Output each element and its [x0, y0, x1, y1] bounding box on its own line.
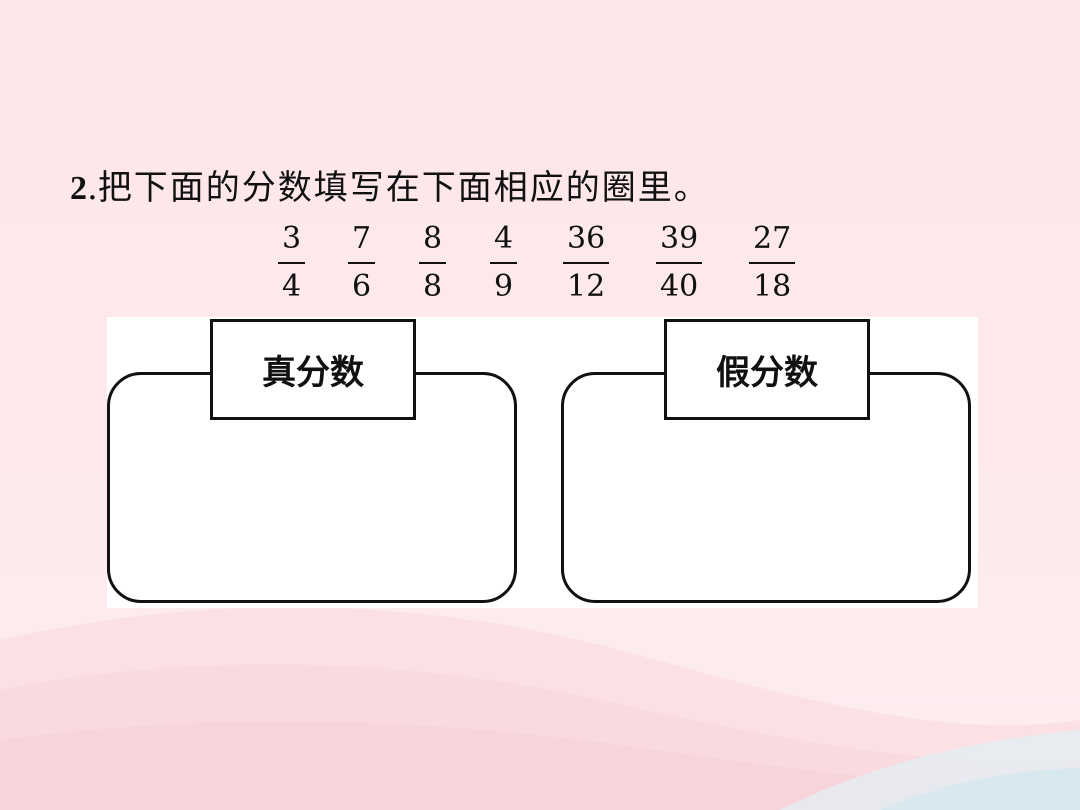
- fraction-denominator: 9: [494, 269, 514, 304]
- question-text: 把下面的分数填写在下面相应的圈里。: [97, 168, 710, 208]
- fraction-numerator: 8: [423, 221, 443, 256]
- fraction-numerator: 39: [660, 221, 699, 256]
- improper-fraction-label: 假分数: [664, 319, 870, 420]
- fraction-bar: [419, 262, 447, 264]
- fraction-denominator: 12: [567, 269, 606, 304]
- fraction-bar: [563, 262, 610, 264]
- fraction-item: 36 12: [563, 220, 610, 306]
- fraction-item: 7 6: [348, 220, 376, 306]
- fraction-denominator: 4: [282, 269, 302, 304]
- fraction-bar: [656, 262, 703, 264]
- fraction-numerator: 27: [753, 221, 792, 256]
- fraction-denominator: 8: [423, 269, 443, 304]
- fraction-item: 8 8: [419, 220, 447, 306]
- question-heading: 2 . 把下面的分数填写在下面相应的圈里。: [70, 160, 710, 208]
- fraction-denominator: 40: [660, 269, 699, 304]
- fraction-bar: [278, 262, 306, 264]
- fraction-item: 39 40: [656, 220, 703, 306]
- fraction-numerator: 36: [567, 221, 606, 256]
- fraction-bar: [490, 262, 518, 264]
- fraction-numerator: 4: [494, 221, 514, 256]
- fraction-list: 3 4 7 6 8 8 4 9 36 12 39 40: [0, 220, 1080, 310]
- fraction-numerator: 3: [282, 221, 302, 256]
- fraction-bar: [749, 262, 796, 264]
- fraction-denominator: 6: [352, 269, 372, 304]
- fraction-bar: [348, 262, 376, 264]
- question-separator: .: [87, 168, 98, 208]
- answer-panel: 真分数 假分数: [107, 317, 978, 608]
- fraction-item: 27 18: [749, 220, 796, 306]
- proper-fraction-label: 真分数: [210, 319, 416, 420]
- fraction-item: 4 9: [490, 220, 518, 306]
- fraction-numerator: 7: [352, 221, 372, 256]
- fraction-denominator: 18: [753, 269, 792, 304]
- fraction-item: 3 4: [278, 220, 306, 306]
- question-number: 2: [70, 170, 87, 207]
